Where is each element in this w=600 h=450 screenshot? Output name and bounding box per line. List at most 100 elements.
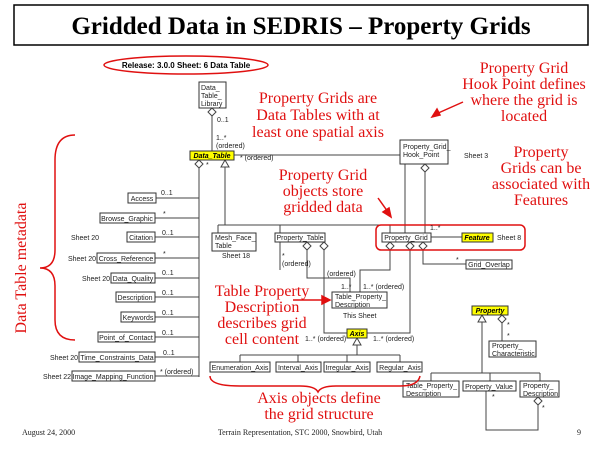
footer-date: August 24, 2000: [22, 428, 75, 437]
class-data-quality[interactable]: Data_Quality: [110, 272, 156, 284]
svg-text:0..1: 0..1: [162, 270, 174, 277]
svg-text:Data_Quality: Data_Quality: [113, 276, 154, 283]
svg-text:Sheet 22: Sheet 22: [43, 374, 71, 381]
multiplicity-labels: 0..1 1..* (ordered) * (ordered) * 0..1 *…: [160, 117, 545, 412]
class-mesh-face-table[interactable]: Mesh_Face_Table: [211, 232, 257, 252]
class-access[interactable]: Access: [127, 192, 157, 204]
class-property-value[interactable]: Property_Value: [462, 380, 517, 392]
class-enumeration-axis[interactable]: Enumeration_Axis: [209, 361, 271, 373]
class-grid-overlap[interactable]: Grid_Overlap: [465, 259, 513, 270]
title-box: [13, 4, 589, 46]
svg-text:0..1: 0..1: [161, 190, 173, 197]
class-interval-axis[interactable]: Interval_Axis: [275, 361, 322, 373]
svg-text:1..* (ordered): 1..* (ordered): [373, 336, 414, 343]
svg-text:1..* (ordered): 1..* (ordered): [363, 284, 404, 291]
svg-text:0..1: 0..1: [162, 230, 174, 237]
sheet18-label: Sheet 18: [222, 253, 250, 260]
class-axis[interactable]: Axis: [346, 328, 368, 339]
svg-text:Property_Characteristic: Property_Characteristic: [492, 343, 535, 358]
svg-text:Table_Property_Description: Table_Property_Description: [406, 383, 457, 398]
release-ellipse: [103, 55, 269, 75]
class-irregular-axis[interactable]: Irregular_Axis: [323, 361, 371, 373]
class-property-grid[interactable]: Property_Grid: [381, 232, 432, 243]
class-image-mapping-function[interactable]: Image_Mapping_Function: [71, 370, 156, 382]
svg-text:* (ordered): * (ordered): [160, 369, 193, 376]
svg-text:Image_Mapping_Function: Image_Mapping_Function: [73, 374, 154, 381]
svg-text:Feature: Feature: [464, 235, 489, 242]
svg-text:Property_Value: Property_Value: [465, 384, 513, 391]
svg-text:1..*: 1..*: [430, 225, 441, 232]
svg-text:Axis: Axis: [349, 331, 365, 338]
metadata-brace: [39, 134, 76, 341]
svg-text:Browse_Graphic: Browse_Graphic: [101, 216, 153, 223]
svg-text:Keywords: Keywords: [123, 315, 154, 322]
svg-text:(ordered): (ordered): [216, 143, 245, 150]
svg-text:*: *: [282, 253, 285, 260]
class-table-property-description-2[interactable]: Table_Property_Description: [402, 380, 460, 398]
svg-text:Property: Property: [476, 308, 506, 315]
class-citation[interactable]: Citation: [126, 231, 156, 243]
release-label: Release: 3.0.0 Sheet: 6 Data Table: [122, 61, 251, 70]
sheet8-label: Sheet 8: [497, 235, 521, 242]
class-regular-axis[interactable]: Regular_Axis: [376, 361, 423, 373]
sheet3-label: Sheet 3: [464, 153, 488, 160]
svg-text:Access: Access: [131, 196, 154, 203]
svg-text:* (ordered): * (ordered): [240, 155, 273, 162]
svg-text:Point_of_Contact: Point_of_Contact: [99, 335, 153, 342]
svg-text:1..* (ordered): 1..* (ordered): [305, 336, 346, 343]
slide-title: Gridded Data in SEDRIS – Property Grids: [71, 13, 531, 40]
svg-text:*: *: [163, 211, 166, 218]
highlight-property-grid: [375, 224, 526, 251]
class-keywords[interactable]: Keywords: [120, 311, 156, 323]
class-data-table[interactable]: Data_Table: [189, 150, 235, 161]
svg-text:Grid_Overlap: Grid_Overlap: [468, 262, 510, 269]
footer-page-number: 9: [577, 428, 581, 437]
class-cross-reference[interactable]: Cross_Reference: [96, 252, 156, 264]
svg-text:Property_Table: Property_Table: [276, 235, 323, 242]
svg-text:Data_Table: Data_Table: [193, 153, 230, 160]
svg-text:*: *: [206, 162, 209, 169]
svg-text:0..1: 0..1: [163, 350, 175, 357]
class-property-description[interactable]: Property_Description: [519, 380, 560, 398]
svg-text:Property_Description: Property_Description: [523, 383, 558, 398]
class-feature[interactable]: Feature: [461, 232, 494, 243]
class-time-constraints-data[interactable]: Time_Constraints_Data: [78, 351, 156, 363]
svg-text:1..*: 1..*: [216, 135, 227, 142]
svg-text:*: *: [456, 257, 459, 264]
svg-text:Property_Grid: Property_Grid: [384, 235, 428, 242]
class-description[interactable]: Description: [115, 291, 156, 303]
class-table-property-description[interactable]: Table_Property_Description: [331, 291, 388, 309]
svg-text:0..1: 0..1: [217, 117, 229, 124]
svg-text:Sheet 20: Sheet 20: [68, 256, 96, 263]
class-browse-graphic[interactable]: Browse_Graphic: [99, 212, 156, 224]
svg-text:Cross_Reference: Cross_Reference: [99, 256, 154, 263]
svg-text:Description: Description: [117, 295, 152, 302]
class-property[interactable]: Property: [471, 305, 509, 316]
class-point-of-contact[interactable]: Point_of_Contact: [97, 331, 156, 343]
class-property-table[interactable]: Property_Table: [274, 232, 326, 243]
metadata-classes: Access Browse_Graphic Citation Cross_Ref…: [43, 192, 157, 382]
this-sheet-label: This Sheet: [343, 313, 377, 320]
svg-text:Property_Grid_Hook_Point: Property_Grid_Hook_Point: [403, 144, 451, 159]
svg-text:Sheet 20: Sheet 20: [82, 276, 110, 283]
svg-text:Table_Property_Description: Table_Property_Description: [335, 294, 386, 309]
class-hook-point[interactable]: Property_Grid_Hook_Point: [399, 139, 451, 165]
svg-text:0..1: 0..1: [162, 310, 174, 317]
svg-text:Enumeration_Axis: Enumeration_Axis: [212, 365, 269, 372]
svg-text:(ordered): (ordered): [282, 261, 311, 268]
footer-center: Terrain Representation, STC 2000, Snowbi…: [218, 428, 382, 437]
red-arrows: [293, 101, 464, 306]
svg-text:*: *: [163, 251, 166, 258]
class-data-table-library[interactable]: Data_Table_Library: [198, 81, 227, 109]
class-property-characteristic[interactable]: Property_Characteristic: [488, 340, 537, 358]
svg-text:0..1: 0..1: [162, 290, 174, 297]
svg-text:*: *: [542, 405, 545, 412]
